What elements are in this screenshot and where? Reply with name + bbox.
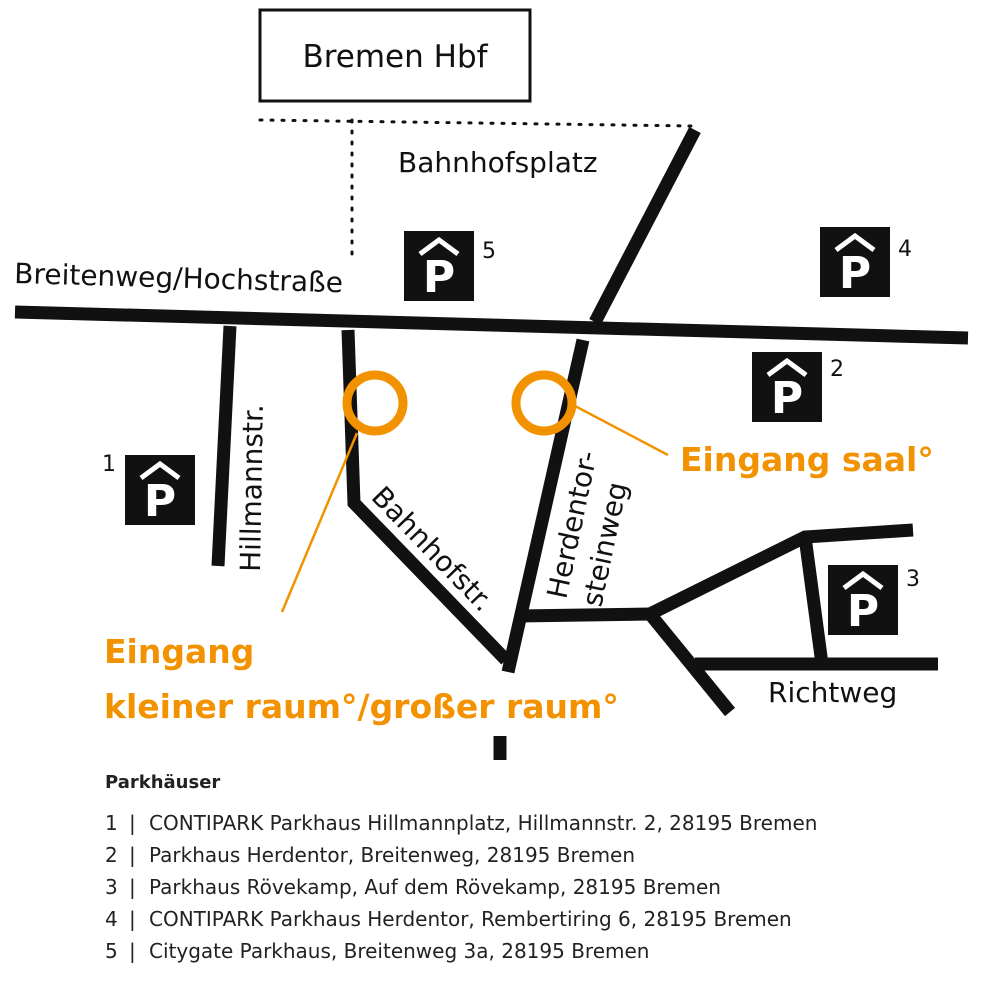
legend-item: 5 | Citygate Parkhaus, Breitenweg 3a, 2819… xyxy=(105,935,965,967)
bahnhofsplatz-label: Bahnhofsplatz xyxy=(398,146,598,179)
parking-1: P 1 xyxy=(102,452,195,527)
parking-number: 5 xyxy=(482,239,496,264)
parking-number: 3 xyxy=(906,567,920,592)
legend-item: 4 | CONTIPARK Parkhaus Herdentor, Remberti… xyxy=(105,903,965,935)
roof-icon xyxy=(834,232,876,253)
roof-icon xyxy=(842,570,884,591)
parking-number: 2 xyxy=(830,357,844,382)
roof-icon xyxy=(139,460,181,481)
legend-separator: | xyxy=(129,843,136,867)
roof-icon xyxy=(418,236,460,257)
legend-item-text: Citygate Parkhaus, Breitenweg 3a, 28195 … xyxy=(149,939,650,963)
legend-separator: | xyxy=(129,907,136,931)
parking-number: 1 xyxy=(102,452,116,477)
richtweg-label: Richtweg xyxy=(768,676,897,709)
parking-letter: P xyxy=(847,586,879,637)
roof-icon xyxy=(766,357,808,378)
legend-item-text: CONTIPARK Parkhaus Hillmannplatz, Hillma… xyxy=(149,811,818,835)
legend-item-text: CONTIPARK Parkhaus Herdentor, Rembertiri… xyxy=(149,907,792,931)
bahnhofstr-label: Bahnhofstr. xyxy=(365,480,500,618)
legend-item-number: 2 xyxy=(105,843,118,867)
parking-2: P 2 xyxy=(752,352,844,424)
breitenweg-label: Breitenweg/Hochstraße xyxy=(14,257,344,299)
legend-title: Parkhäuser xyxy=(105,772,221,793)
entrance-raum-marker xyxy=(342,370,408,436)
legend-item-number: 5 xyxy=(105,939,118,963)
parking-letter: P xyxy=(423,252,455,303)
parking-number: 4 xyxy=(898,237,912,262)
parking-4: P 4 xyxy=(820,227,912,299)
legend-separator: | xyxy=(129,875,136,899)
entrance-saal-marker xyxy=(511,370,577,436)
legend-item-number: 1 xyxy=(105,811,118,835)
dotted-footpath xyxy=(258,118,694,257)
parking-letter: P xyxy=(839,248,871,299)
road-breitenweg xyxy=(14,305,969,345)
road-rovekamp xyxy=(798,536,829,665)
legend-item: 1 | CONTIPARK Parkhaus Hillmannplatz, Hill… xyxy=(105,807,965,839)
legend-item-text: Parkhaus Herdentor, Breitenweg, 28195 Br… xyxy=(149,843,636,867)
entrance-raum-label-1: Eingang xyxy=(104,632,254,671)
parking-letter: P xyxy=(144,476,176,527)
entrance-saal-leader xyxy=(574,404,669,457)
road-diagonal-north xyxy=(589,126,701,326)
station-box xyxy=(258,8,532,103)
road-triangle-lower xyxy=(644,609,736,717)
station-label: Bremen Hbf xyxy=(302,39,488,75)
legend-item: 2 | Parkhaus Herdentor, Breitenweg, 28195 … xyxy=(105,839,965,871)
road-richtweg-connector xyxy=(517,607,651,623)
road-hillmannstr xyxy=(211,325,237,567)
legend-separator: | xyxy=(129,939,136,963)
hillmannstr-label: Hillmannstr. xyxy=(234,404,270,572)
entrance-raum-label-2: kleiner raum°/großer raum° xyxy=(104,687,619,726)
entrance-raum-leader xyxy=(280,432,359,613)
parking-letter: P xyxy=(771,373,803,424)
street-map: Bremen Hbf Bahnhofsplatz Breitenweg/Hoch… xyxy=(14,8,969,760)
entrance-saal-label: Eingang saal° xyxy=(680,440,934,479)
legend-separator: | xyxy=(129,811,136,835)
parking-3: P 3 xyxy=(828,565,920,637)
legend-item: 3 | Parkhaus Rövekamp, Auf dem Rövekamp, 2… xyxy=(105,871,965,903)
legend-item-number: 3 xyxy=(105,875,118,899)
parking-legend: Parkhäuser 1 | CONTIPARK Parkhaus Hillmann… xyxy=(105,772,965,967)
legend-item-number: 4 xyxy=(105,907,118,931)
legend-item-text: Parkhaus Rövekamp, Auf dem Rövekamp, 281… xyxy=(149,875,721,899)
parking-5: P 5 xyxy=(404,231,496,303)
